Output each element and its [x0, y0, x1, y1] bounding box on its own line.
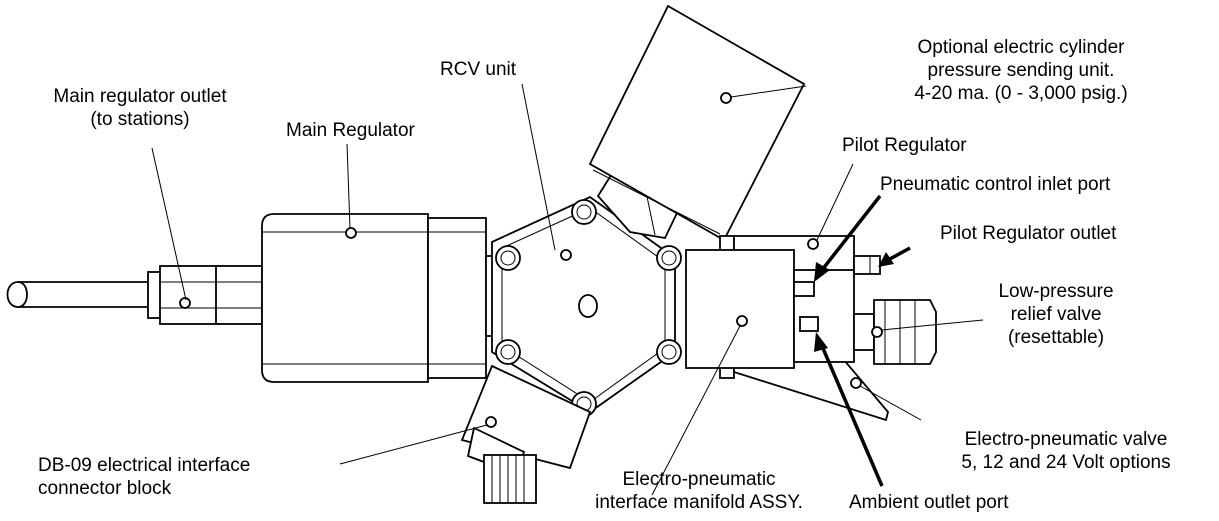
- label-db09: DB-09 electrical interface connector blo…: [38, 455, 251, 499]
- outlet-fitting: [147, 265, 263, 325]
- pilot-regulator: [793, 255, 937, 389]
- ambient-arrowhead: [814, 332, 828, 352]
- label-optional-sensor: Optional electric cylinder pressure send…: [914, 37, 1128, 104]
- leader-lines: [151, 83, 984, 496]
- label-main-outlet: Main regulator outlet (to stations): [53, 86, 227, 130]
- db09-connector: [460, 364, 592, 504]
- inlet-arrowhead: [814, 262, 830, 282]
- label-pilot-outlet: Pilot Regulator outlet: [940, 223, 1117, 244]
- label-relief-valve: Low-pressure relief valve (resettable): [998, 281, 1114, 348]
- label-main-regulator: Main Regulator: [286, 120, 415, 141]
- label-pneumatic-inlet: Pneumatic control inlet port: [880, 174, 1111, 195]
- pointer-arrows: [814, 194, 911, 487]
- label-manifold: Electro-pneumatic interface manifold ASS…: [595, 469, 803, 513]
- rcv-body: [491, 195, 682, 417]
- label-pilot-regulator: Pilot Regulator: [842, 135, 967, 156]
- label-rcv-unit: RCV unit: [440, 59, 517, 80]
- inlet-pipe: [6, 281, 153, 308]
- interface-manifold: [685, 235, 889, 422]
- pilot-outlet-arrowhead: [878, 252, 894, 267]
- pressure-sending-unit: [588, 4, 806, 242]
- label-ambient: Ambient outlet port: [849, 492, 1009, 513]
- label-ep-valve: Electro-pneumatic valve 5, 12 and 24 Vol…: [961, 429, 1171, 473]
- main-regulator-body: [261, 213, 497, 383]
